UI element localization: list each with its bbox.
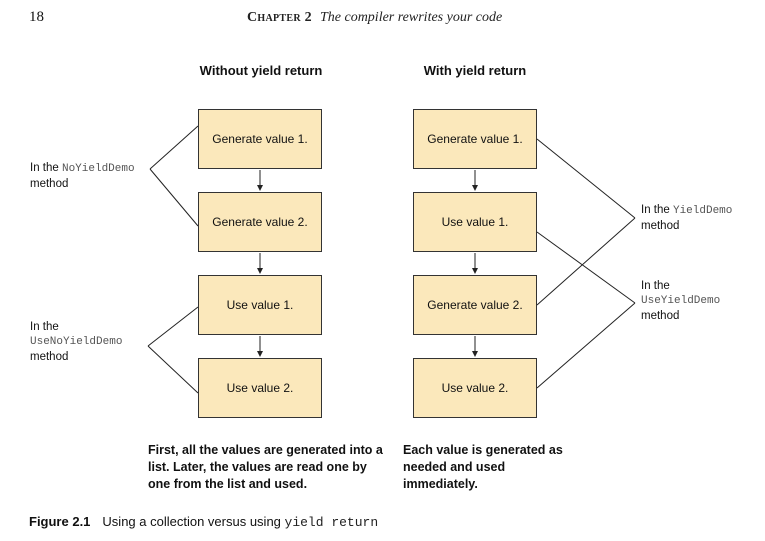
bracket-yielddemo-lower [536, 217, 636, 306]
bracket-yielddemo-upper [536, 138, 636, 219]
bracket-useyielddemo-upper [536, 231, 636, 304]
figure-caption-code: yield return [284, 515, 379, 530]
figure-label: Figure 2.1 [29, 514, 91, 529]
label-useyielddemo-code: UseYieldDemo [641, 295, 721, 307]
left-column-heading: Without yield return [199, 63, 323, 78]
label-usenoyielddemo-suffix: method [30, 351, 69, 363]
right-box-1: Generate value 1. [413, 109, 537, 169]
label-noyielddemo-prefix: In the [30, 162, 62, 174]
bracket-useyielddemo-lower [536, 302, 636, 389]
right-box-4: Use value 2. [413, 358, 537, 418]
running-head-title: The compiler rewrites your code [319, 10, 503, 25]
running-head: Chapter 2 The compiler rewrites your code [247, 10, 502, 26]
label-yielddemo-prefix: In the [641, 204, 673, 216]
running-head-chapter: Chapter 2 [247, 10, 312, 25]
right-box-2: Use value 1. [413, 192, 537, 252]
label-noyielddemo-code: NoYieldDemo [61, 163, 135, 175]
left-box-4: Use value 2. [198, 358, 322, 418]
figure-caption-text: Using a collection versus using [102, 514, 285, 529]
right-box-3: Generate value 2. [413, 275, 537, 335]
bracket-noyielddemo-lower [149, 168, 199, 227]
label-noyielddemo: In the NoYieldDemo method [30, 161, 135, 192]
label-yielddemo-suffix: method [641, 220, 680, 232]
label-useyielddemo-prefix: In the [641, 280, 670, 292]
label-usenoyielddemo-code: UseNoYieldDemo [30, 336, 123, 348]
bracket-usenoyielddemo-lower [147, 345, 199, 394]
left-column-caption: First, all the values are generated into… [148, 443, 383, 491]
left-box-1: Generate value 1. [198, 109, 322, 169]
left-box-2: Generate value 2. [198, 192, 322, 252]
bracket-noyielddemo-upper [149, 125, 199, 170]
figure-caption: Figure 2.1 Using a collection versus usin… [29, 514, 378, 530]
label-useyielddemo: In the UseYieldDemo method [641, 279, 720, 324]
label-usenoyielddemo-prefix: In the [30, 321, 59, 333]
label-usenoyielddemo: In the UseNoYieldDemo method [30, 320, 122, 365]
label-useyielddemo-suffix: method [641, 310, 680, 322]
left-box-3: Use value 1. [198, 275, 322, 335]
page-number: 18 [29, 9, 44, 25]
bracket-usenoyielddemo-upper [147, 306, 199, 347]
label-noyielddemo-suffix: method [30, 178, 69, 190]
label-yielddemo-code: YieldDemo [672, 205, 733, 217]
right-column-caption: Each value is generated as needed and us… [403, 443, 563, 491]
right-column-heading: With yield return [423, 63, 527, 78]
label-yielddemo: In the YieldDemo method [641, 203, 732, 234]
